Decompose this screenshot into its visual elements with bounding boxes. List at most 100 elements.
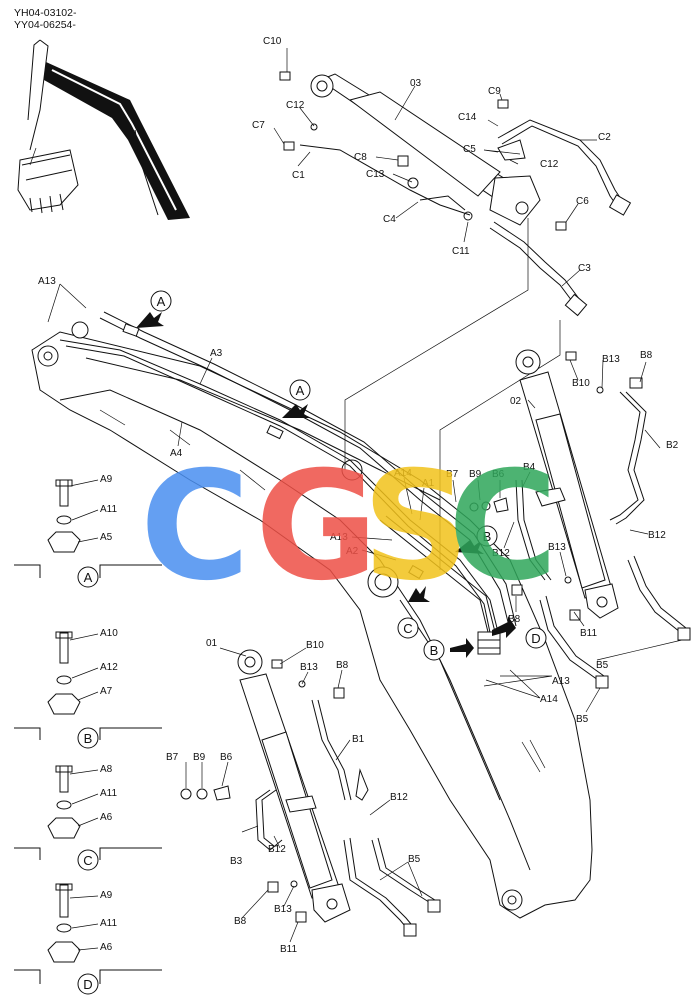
callout-a-mid: A: [296, 383, 305, 398]
label-c5: C5: [463, 144, 476, 155]
label-b5-right-a: B5: [596, 660, 609, 671]
part-labels: C10 03 C9 C12 C14 C2 C7 C5 C12 C8 C1 C13…: [38, 36, 679, 955]
cylinder-02: [469, 349, 691, 689]
watermark-letter-2: G: [255, 440, 378, 614]
label-b9-right: B9: [469, 469, 482, 480]
label-b4: B4: [523, 462, 536, 473]
label-b10-lower: B10: [306, 640, 324, 651]
label-b3: B3: [230, 856, 243, 867]
callout-a-top: A: [157, 294, 166, 309]
label-c14: C14: [458, 112, 477, 123]
label-c3: C3: [578, 263, 591, 274]
label-a13-bottom: A13: [552, 676, 570, 687]
label-a6-detail-c: A6: [100, 812, 113, 823]
label-a6-detail-d: A6: [100, 942, 113, 953]
label-c2: C2: [598, 132, 611, 143]
label-01: 01: [206, 638, 218, 649]
label-b1: B1: [352, 734, 365, 745]
label-b11-lower: B11: [280, 944, 297, 955]
label-b9-lower: B9: [193, 752, 206, 763]
label-a9-detail-d: A9: [100, 890, 113, 901]
cylinder-03: [279, 71, 632, 317]
label-c10: C10: [263, 36, 282, 47]
label-a9-detail-a: A9: [100, 474, 113, 485]
model-range-1: YH04-03102-: [14, 7, 77, 19]
label-b13-right-b: B13: [548, 542, 566, 553]
detail-c: [14, 765, 162, 860]
label-b8-arm: B8: [508, 614, 521, 625]
label-b7-lower: B7: [166, 752, 179, 763]
label-b12-right-a: B12: [492, 548, 510, 559]
watermark: C G S C: [140, 440, 558, 614]
label-b10-right: B10: [572, 378, 590, 389]
label-c1: C1: [292, 170, 305, 181]
label-b12-lower-b: B12: [268, 844, 286, 855]
view-arrows: [136, 312, 516, 658]
model-range-2: YY04-06254-: [14, 19, 76, 31]
label-a5: A5: [100, 532, 113, 543]
label-b6-lower: B6: [220, 752, 233, 763]
label-b6-right: B6: [492, 469, 505, 480]
detail-d-caption: D: [83, 977, 92, 992]
watermark-letter-1: C: [140, 440, 250, 614]
callout-d-arm: D: [531, 631, 540, 646]
label-c6: C6: [576, 196, 589, 207]
leader-lines: [47, 48, 683, 951]
detail-a-caption: A: [84, 570, 93, 585]
cylinder-01: [180, 649, 441, 937]
label-b13-right: B13: [602, 354, 620, 365]
label-a2: A2: [346, 546, 359, 557]
callout-b-right: B: [483, 529, 492, 544]
label-c8: C8: [354, 152, 367, 163]
label-a12: A12: [100, 662, 118, 673]
label-b5-lower: B5: [408, 854, 421, 865]
label-a13-mid: A13: [330, 532, 348, 543]
label-b12-right-b: B12: [648, 530, 666, 541]
label-a1: A1: [422, 478, 435, 489]
label-03: 03: [410, 78, 422, 89]
label-a3: A3: [210, 348, 223, 359]
detail-d: [14, 883, 162, 984]
callout-b-arm: B: [430, 643, 439, 658]
watermark-letter-3: S: [362, 440, 470, 614]
label-b11-right: B11: [580, 628, 597, 639]
label-b8-right: B8: [640, 350, 653, 361]
label-a11-detail-c: A11: [100, 788, 117, 799]
label-c4: C4: [383, 214, 396, 225]
arm-pipes: [59, 311, 517, 655]
excavator-thumbnail: [17, 39, 190, 220]
callout-c-arm: C: [403, 621, 412, 636]
arm-body: [31, 321, 593, 919]
label-02: 02: [510, 396, 522, 407]
label-a10: A10: [100, 628, 118, 639]
label-b7-right: B7: [446, 469, 459, 480]
label-a13-top: A13: [38, 276, 56, 287]
label-a14-bottom: A14: [540, 694, 558, 705]
detail-c-caption: C: [83, 853, 92, 868]
label-a11-detail-d: A11: [100, 918, 117, 929]
label-c13: C13: [366, 169, 385, 180]
callout-circles: A A B C B D A B C D: [77, 290, 547, 995]
label-b12-lower-a: B12: [390, 792, 408, 803]
label-c7: C7: [252, 120, 265, 131]
label-b2: B2: [666, 440, 679, 451]
label-b8-lower-b: B8: [234, 916, 247, 927]
label-b13-lower: B13: [300, 662, 318, 673]
label-b13-lower-b: B13: [274, 904, 292, 915]
watermark-letter-4: C: [448, 440, 558, 614]
label-a7: A7: [100, 686, 113, 697]
detail-b: [14, 631, 162, 740]
label-a14-top: A14: [394, 468, 412, 479]
label-c12-top: C12: [286, 100, 305, 111]
detail-a: [14, 479, 162, 578]
label-a4: A4: [170, 448, 183, 459]
label-b5-right-b: B5: [576, 714, 589, 725]
detail-b-caption: B: [84, 731, 93, 746]
label-c9: C9: [488, 86, 501, 97]
label-c12-right: C12: [540, 159, 559, 170]
label-a11-detail-a: A11: [100, 504, 117, 515]
label-b8-lower: B8: [336, 660, 349, 671]
label-c11: C11: [452, 246, 470, 257]
